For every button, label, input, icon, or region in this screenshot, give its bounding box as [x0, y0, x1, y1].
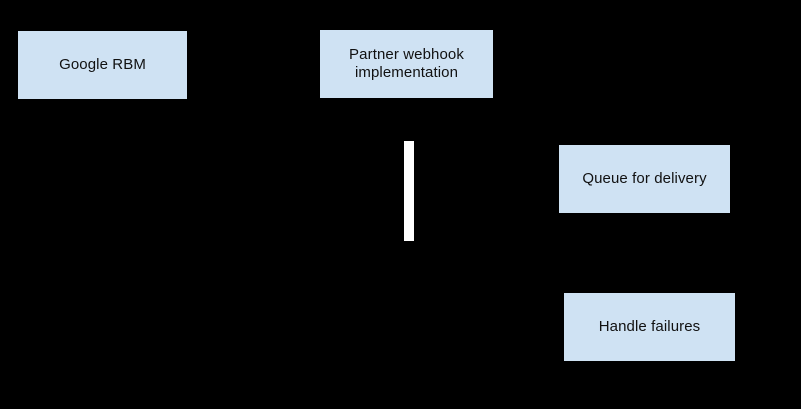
diagram-node-label: Partner webhook implementation	[349, 46, 464, 81]
diagram-node-label: Queue for delivery	[582, 170, 707, 187]
vertical-divider-line	[404, 141, 414, 241]
diagram-node-handle-failures[interactable]: Handle failures	[564, 293, 735, 361]
diagram-node-label: Handle failures	[598, 318, 701, 335]
diagram-node-partner-webhook-implementation[interactable]: Partner webhook implementation	[320, 30, 493, 98]
diagram-node-queue-for-delivery[interactable]: Queue for delivery	[559, 145, 730, 213]
diagram-node-label: Google RBM	[59, 56, 146, 73]
diagram-node-google-rbm[interactable]: Google RBM	[18, 31, 187, 99]
